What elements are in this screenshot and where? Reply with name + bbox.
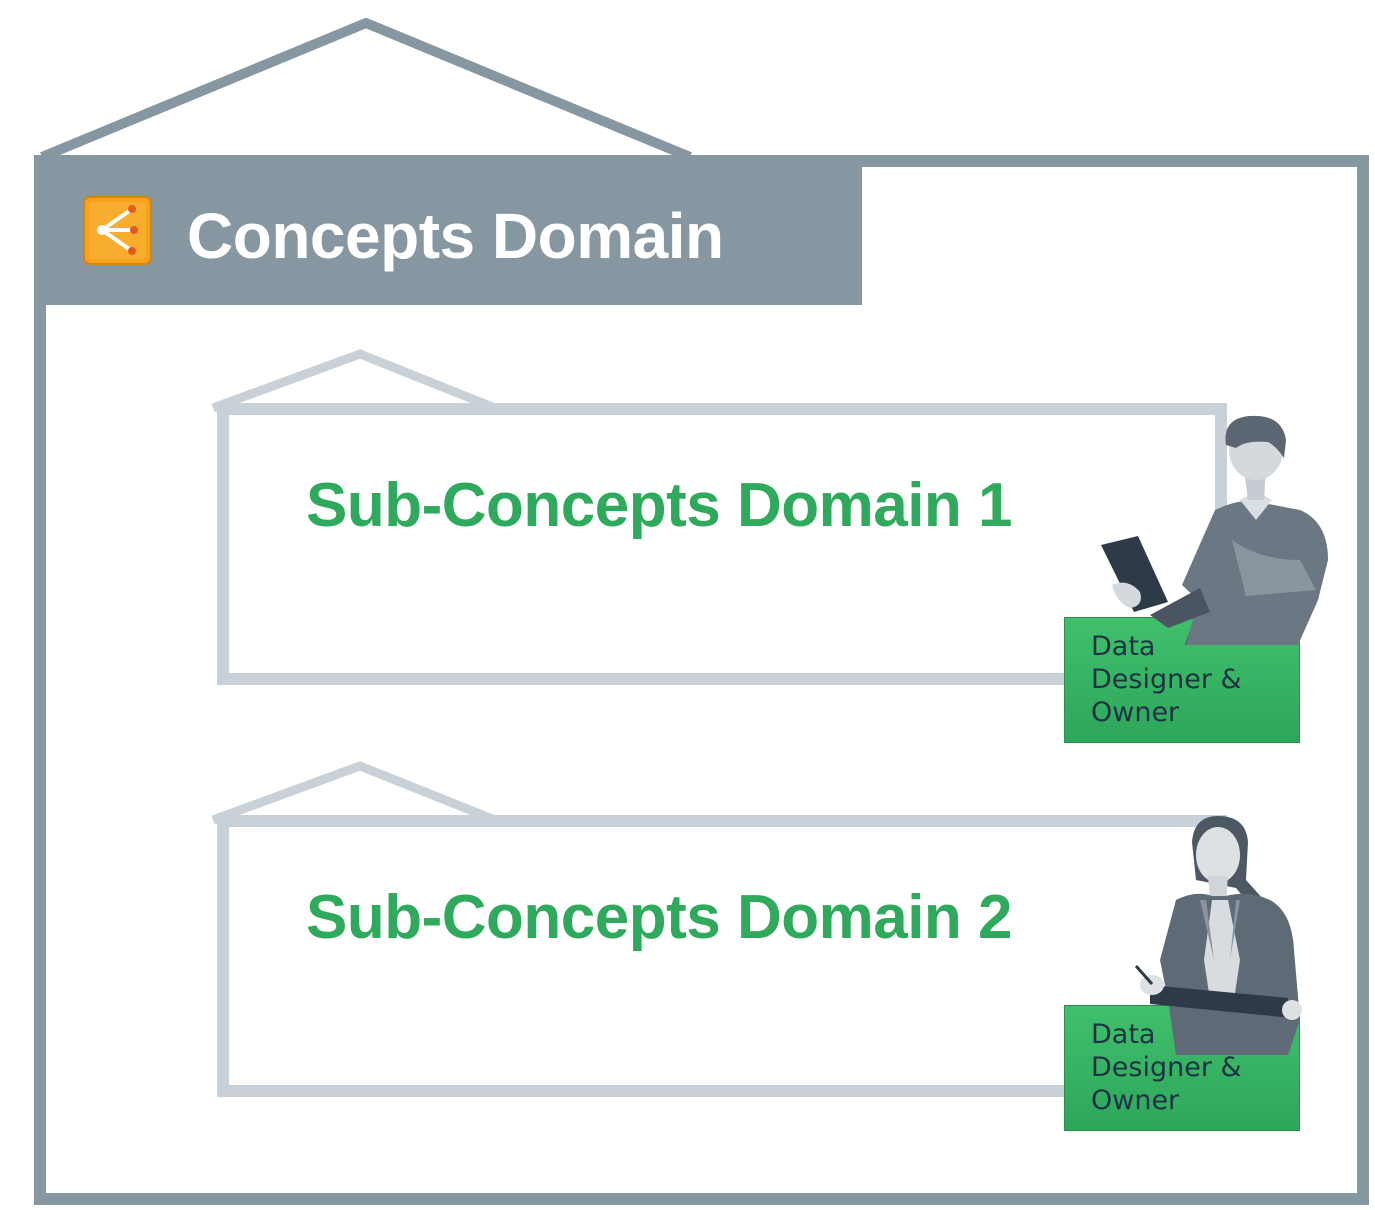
concepts-domain-folder (34, 17, 1369, 1205)
concepts-domain-title: Concepts Domain (187, 200, 724, 272)
role-label-2: Data Designer & Owner (1091, 1019, 1242, 1116)
role-box-1: Data Designer & Owner (1064, 617, 1300, 743)
role-label-1: Data Designer & Owner (1091, 631, 1242, 728)
concepts-domain-header (34, 155, 862, 305)
role-box-2: Data Designer & Owner (1064, 1005, 1300, 1131)
sub-domain-1-title: Sub-Concepts Domain 1 (306, 471, 1013, 540)
sub-domain-2-title: Sub-Concepts Domain 2 (306, 883, 1013, 952)
